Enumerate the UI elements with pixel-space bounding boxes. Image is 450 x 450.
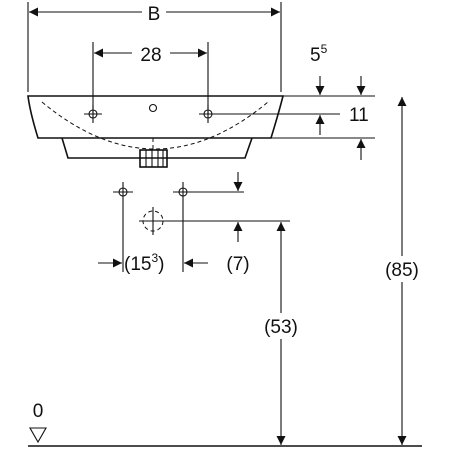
supply-point-left-icon — [113, 182, 133, 202]
rim-to-tap-hole-dimension: 11 — [217, 105, 375, 160]
tap-hole-right-icon — [199, 105, 217, 123]
rim-height-dimension: (85) — [385, 97, 419, 445]
overflow-hole-icon — [148, 103, 158, 113]
supply-offset-dimension: (7) — [226, 172, 250, 275]
floor-reference: 0 — [28, 401, 422, 447]
width-label: B — [148, 4, 161, 25]
washbasin-body — [27, 95, 285, 168]
supply-offset-label: (7) — [226, 254, 249, 275]
floor-level-label: 0 — [33, 401, 44, 422]
supply-point-right-icon — [173, 182, 193, 202]
tap-hole-spacing-label: 28 — [140, 45, 161, 66]
supply-spacing-dimension: (153) — [98, 251, 208, 275]
rim-height-label: (85) — [385, 260, 419, 281]
width-dimension: B — [27, 2, 282, 92]
supply-spacing-label: (153) — [124, 251, 164, 275]
tap-hole-spacing-dimension: 28 — [92, 42, 209, 115]
rim-to-tap-hole-label: 11 — [349, 105, 369, 126]
rim-offset-label: 55 — [310, 42, 328, 66]
drain-height-label: (53) — [264, 317, 298, 338]
tap-hole-left-icon — [84, 105, 102, 123]
waste-outlet-icon — [139, 149, 168, 168]
level-marker-icon — [29, 427, 47, 444]
drain-position-icon — [139, 207, 167, 235]
rim-offset-dimension: 55 — [283, 42, 375, 97]
drain-height-dimension: (53) — [264, 222, 298, 445]
